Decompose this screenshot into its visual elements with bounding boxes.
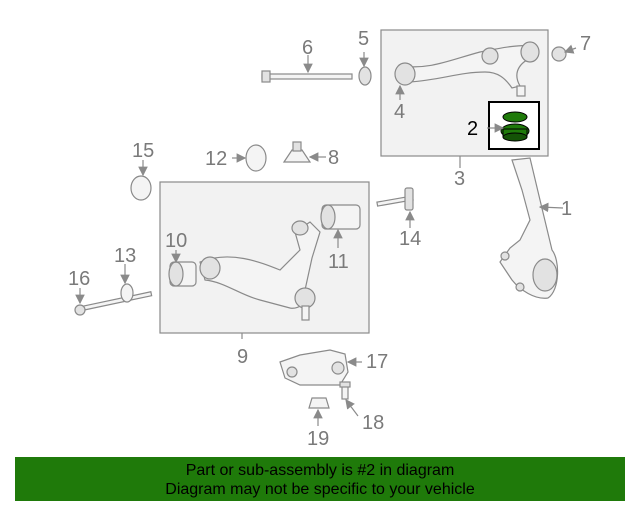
bushing-part-12[interactable] (245, 144, 267, 172)
info-banner: Part or sub-assembly is #2 in diagram Di… (15, 457, 625, 501)
callout-11: 11 (328, 251, 349, 273)
callout-1: 1 (561, 198, 572, 220)
upper-control-arm[interactable] (394, 41, 540, 97)
callout-13: 13 (114, 245, 136, 267)
callout-5: 5 (358, 28, 369, 50)
callout-19: 19 (307, 428, 329, 450)
steering-knuckle[interactable] (499, 157, 559, 299)
callout-8: 8 (328, 147, 339, 169)
callout-15: 15 (132, 140, 154, 162)
bolt-part-14[interactable] (376, 187, 414, 211)
callout-14: 14 (399, 228, 421, 250)
bushing-part-15[interactable] (130, 175, 152, 201)
callout-2[interactable]: 2 (467, 118, 478, 140)
nut-part-19[interactable] (308, 397, 330, 409)
callout-17: 17 (366, 351, 388, 373)
bracket-part-17[interactable] (279, 349, 349, 386)
washer-part-5[interactable] (358, 66, 372, 86)
callout-10: 10 (165, 230, 187, 252)
nut-part-7[interactable] (551, 46, 567, 62)
mount-part-8[interactable] (282, 141, 312, 163)
banner-line-1: Part or sub-assembly is #2 in diagram (185, 462, 455, 479)
bolt-part-16[interactable] (74, 291, 153, 316)
banner-line-2: Diagram may not be specific to your vehi… (165, 481, 475, 498)
callout-9: 9 (237, 346, 248, 368)
callout-3: 3 (454, 168, 465, 190)
callout-18: 18 (362, 412, 384, 434)
callout-7: 7 (580, 33, 591, 55)
lower-control-arm[interactable] (199, 220, 321, 321)
leader-lines (75, 44, 577, 426)
bolt-part-18[interactable] (339, 381, 351, 400)
cam-part-13[interactable] (120, 283, 134, 303)
bolt-part-6[interactable] (261, 70, 353, 83)
part-2-bushing-set[interactable] (500, 111, 530, 142)
bushing-part-10[interactable] (168, 261, 197, 287)
callout-16: 16 (68, 268, 90, 290)
callout-6: 6 (302, 37, 313, 59)
bushing-part-11[interactable] (320, 204, 361, 230)
callout-12: 12 (205, 148, 227, 170)
callout-4: 4 (394, 101, 405, 123)
